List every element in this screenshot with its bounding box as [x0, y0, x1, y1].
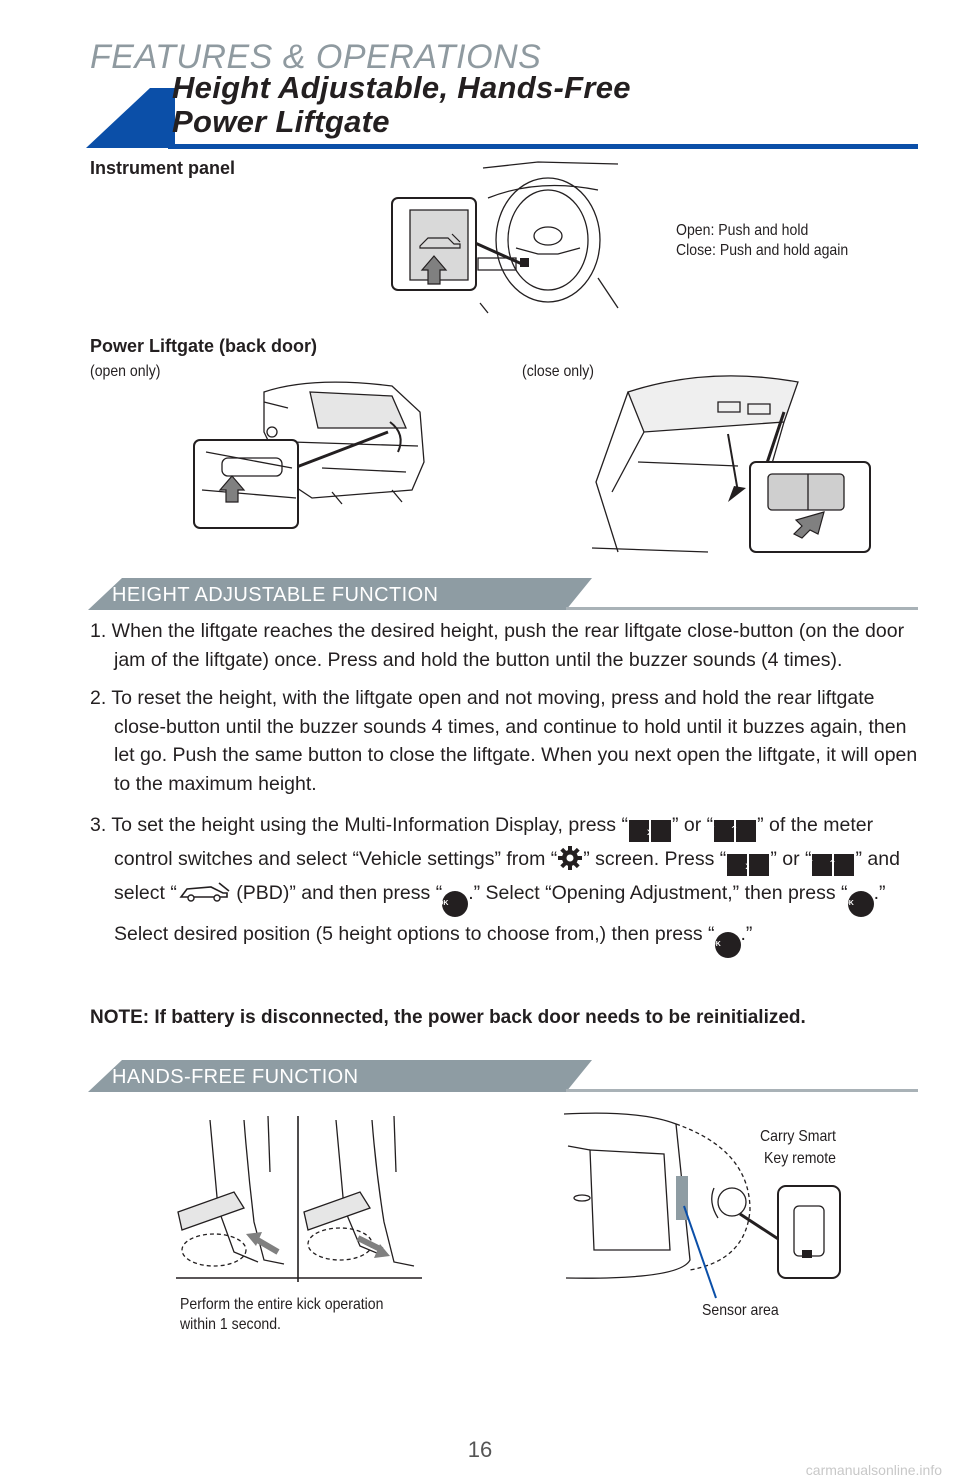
- liftgate-open-illustration: [192, 372, 432, 532]
- close-only-label: (close only): [522, 363, 594, 380]
- step3-text-2: ” or “: [671, 814, 714, 836]
- step3-text-3: ” of the meter control switches and sele…: [114, 814, 874, 870]
- up-arrow-icon: ˆ: [830, 854, 855, 876]
- step3-text-6: ” and select “: [114, 848, 900, 904]
- instrument-caption-line1: Open: Push and hold: [676, 222, 809, 239]
- car-liftgate-icon: [177, 881, 231, 903]
- height-band-shape: [88, 578, 918, 610]
- page-title-line2: Power Liftgate: [172, 104, 390, 139]
- step-2: 2. To reset the height, with the liftgat…: [90, 687, 918, 795]
- carry-key-label-line1: Carry Smart: [760, 1128, 836, 1145]
- kick-illustration: [174, 1112, 424, 1282]
- step3-text-9: .” Select desired position (5 height opt…: [114, 882, 886, 945]
- up-arrow-icon: ˆ: [732, 820, 757, 842]
- page-number: 16: [467, 1437, 493, 1462]
- step3-text-1: 3. To set the height using the Multi-Inf…: [90, 814, 628, 836]
- down-arrow-icon: ˇ: [808, 854, 833, 876]
- right-arrow-icon: ›: [647, 820, 671, 842]
- step3-text-4: ” screen. Press “: [583, 848, 727, 870]
- step3-text-7: (PBD)” and then press “: [230, 882, 443, 904]
- step3-text-5: ” or “: [770, 848, 812, 870]
- title-rule: [168, 144, 918, 149]
- ok-button-icon: OK: [710, 932, 741, 958]
- step3-text-8: .” Select “Opening Adjustment,” then pre…: [468, 882, 848, 904]
- kick-caption-line2: within 1 second.: [180, 1316, 281, 1333]
- instrument-caption-line2: Close: Push and hold again: [676, 242, 849, 259]
- step3-text-10: .”: [740, 923, 753, 945]
- kick-caption-line1: Perform the entire kick operation: [180, 1296, 384, 1313]
- sensor-area-illustration: [560, 1110, 860, 1310]
- hands-free-band-title: HANDS-FREE FUNCTION: [112, 1066, 359, 1088]
- instrument-panel-heading: Instrument panel: [90, 158, 236, 178]
- title-accent-shape: [86, 88, 175, 148]
- right-arrow-icon: ›: [745, 854, 770, 876]
- battery-note: NOTE: If battery is disconnected, the po…: [90, 1007, 806, 1028]
- carry-key-label-line2: Key remote: [764, 1150, 836, 1167]
- instrument-panel-illustration: [388, 158, 648, 318]
- hands-free-band-shape: [88, 1060, 918, 1092]
- section-kicker: FEATURES & OPERATIONS: [90, 38, 542, 76]
- liftgate-close-illustration: [588, 362, 878, 552]
- sensor-area-label: Sensor area: [702, 1302, 779, 1319]
- ok-button-icon: OK: [843, 891, 874, 917]
- left-arrow-icon: ‹: [625, 820, 649, 842]
- liftgate-heading: Power Liftgate (back door): [90, 336, 318, 356]
- step-3: 3. To set the height using the Multi-Inf…: [90, 808, 930, 958]
- site-watermark: carmanualsonline.info: [805, 1462, 942, 1478]
- height-steps: 1. When the liftgate reaches the desired…: [90, 617, 930, 968]
- step-1: 1. When the liftgate reaches the desired…: [90, 620, 905, 671]
- height-band-title: HEIGHT ADJUSTABLE FUNCTION: [112, 584, 439, 606]
- down-arrow-icon: ˇ: [710, 820, 735, 842]
- page-title-line1: Height Adjustable, Hands-Free: [172, 70, 631, 105]
- gear-icon: [558, 846, 583, 870]
- ok-button-icon: OK: [438, 891, 469, 917]
- left-arrow-icon: ‹: [723, 854, 748, 876]
- open-only-label: (open only): [90, 363, 161, 380]
